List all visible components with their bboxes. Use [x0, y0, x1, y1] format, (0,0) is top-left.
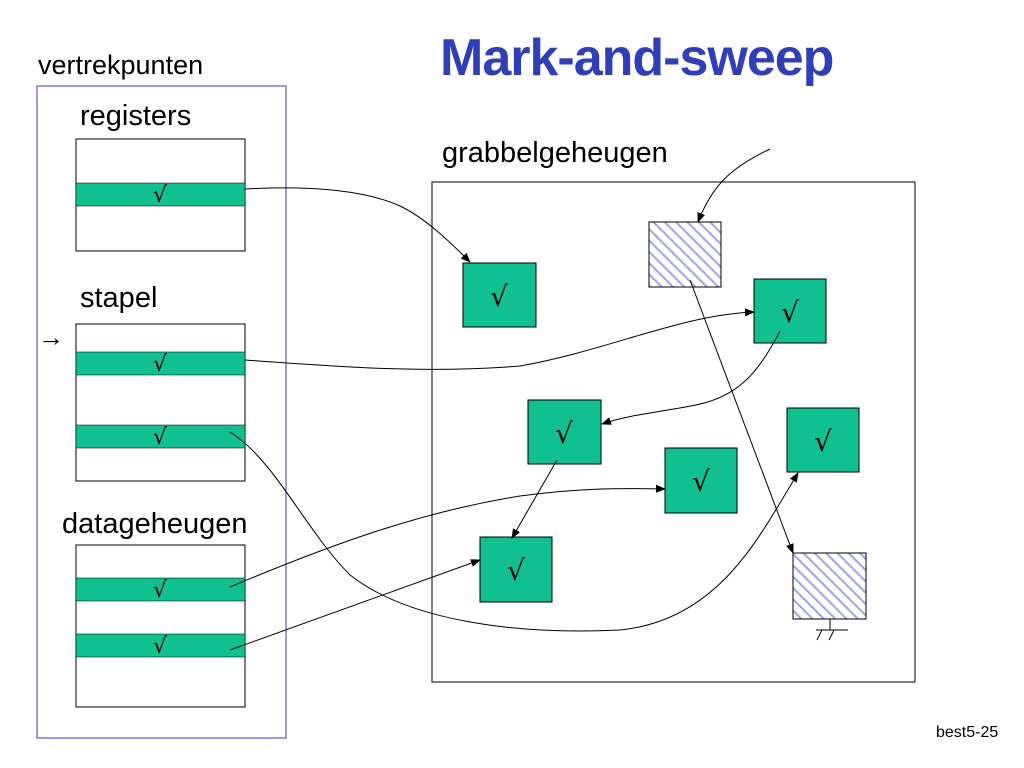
heap-object-check: √: [781, 296, 799, 329]
pointer-arrow-stack-to-object: [244, 308, 755, 370]
stack-block: [75, 323, 246, 482]
slide-title: Mark-and-sweep: [440, 29, 834, 87]
heap-label: grabbelgeheugen: [442, 137, 668, 169]
heap-object-marked: [664, 447, 738, 514]
registers-label: registers: [80, 100, 192, 132]
heap-object-marked: [527, 399, 602, 465]
stack-label: stapel: [80, 282, 158, 314]
heap-object-unmarked: [792, 552, 867, 620]
pointer-arrow-object-to-object: [601, 330, 781, 425]
heap-object-check: √: [555, 417, 573, 450]
heap-object-check: √: [814, 425, 832, 458]
data-memory-slot-check: √: [153, 578, 168, 603]
roots-label: vertrekpunten: [38, 50, 204, 80]
stack-slot: [75, 351, 246, 376]
stack-slot-check: √: [153, 352, 168, 377]
heap-object-unmarked: [648, 221, 722, 288]
heap-object-marked: [462, 262, 537, 328]
pointer-arrow-data-to-object: [229, 484, 666, 588]
pointer-arrow-object-to-object: [511, 459, 558, 539]
data-memory-label: datageheugen: [62, 508, 248, 540]
heap-object-marked: [753, 278, 827, 344]
pointer-arrow-garbage-to-garbage: [689, 279, 794, 554]
pointer-arrow-external-to-garbage: [697, 148, 771, 223]
heap-object-check: √: [507, 554, 525, 587]
register-slot-check: √: [153, 183, 168, 208]
pointer-arrow-register-to-object: [244, 187, 471, 263]
data-memory-block: [75, 544, 246, 708]
register-slot: [75, 182, 246, 207]
heap-object-marked: [786, 407, 860, 473]
data-memory-slot: [75, 633, 246, 658]
heap-container: [431, 181, 916, 683]
data-memory-slot: [75, 577, 246, 602]
data-memory-slot-check: √: [153, 634, 168, 659]
stack-slot-check: √: [153, 425, 168, 450]
stack-slot: [75, 424, 246, 449]
pointer-arrow-data-to-object: [229, 559, 481, 651]
heap-object-check: √: [692, 465, 710, 498]
stack-pointer-arrow-icon: →: [38, 322, 64, 352]
pointer-arrow-stack-to-object: [229, 431, 799, 632]
null-pointer-ground-icon: [816, 619, 848, 641]
heap-object-check: √: [490, 280, 508, 313]
page-number: best5-25: [936, 724, 999, 741]
roots-container: [36, 85, 287, 739]
